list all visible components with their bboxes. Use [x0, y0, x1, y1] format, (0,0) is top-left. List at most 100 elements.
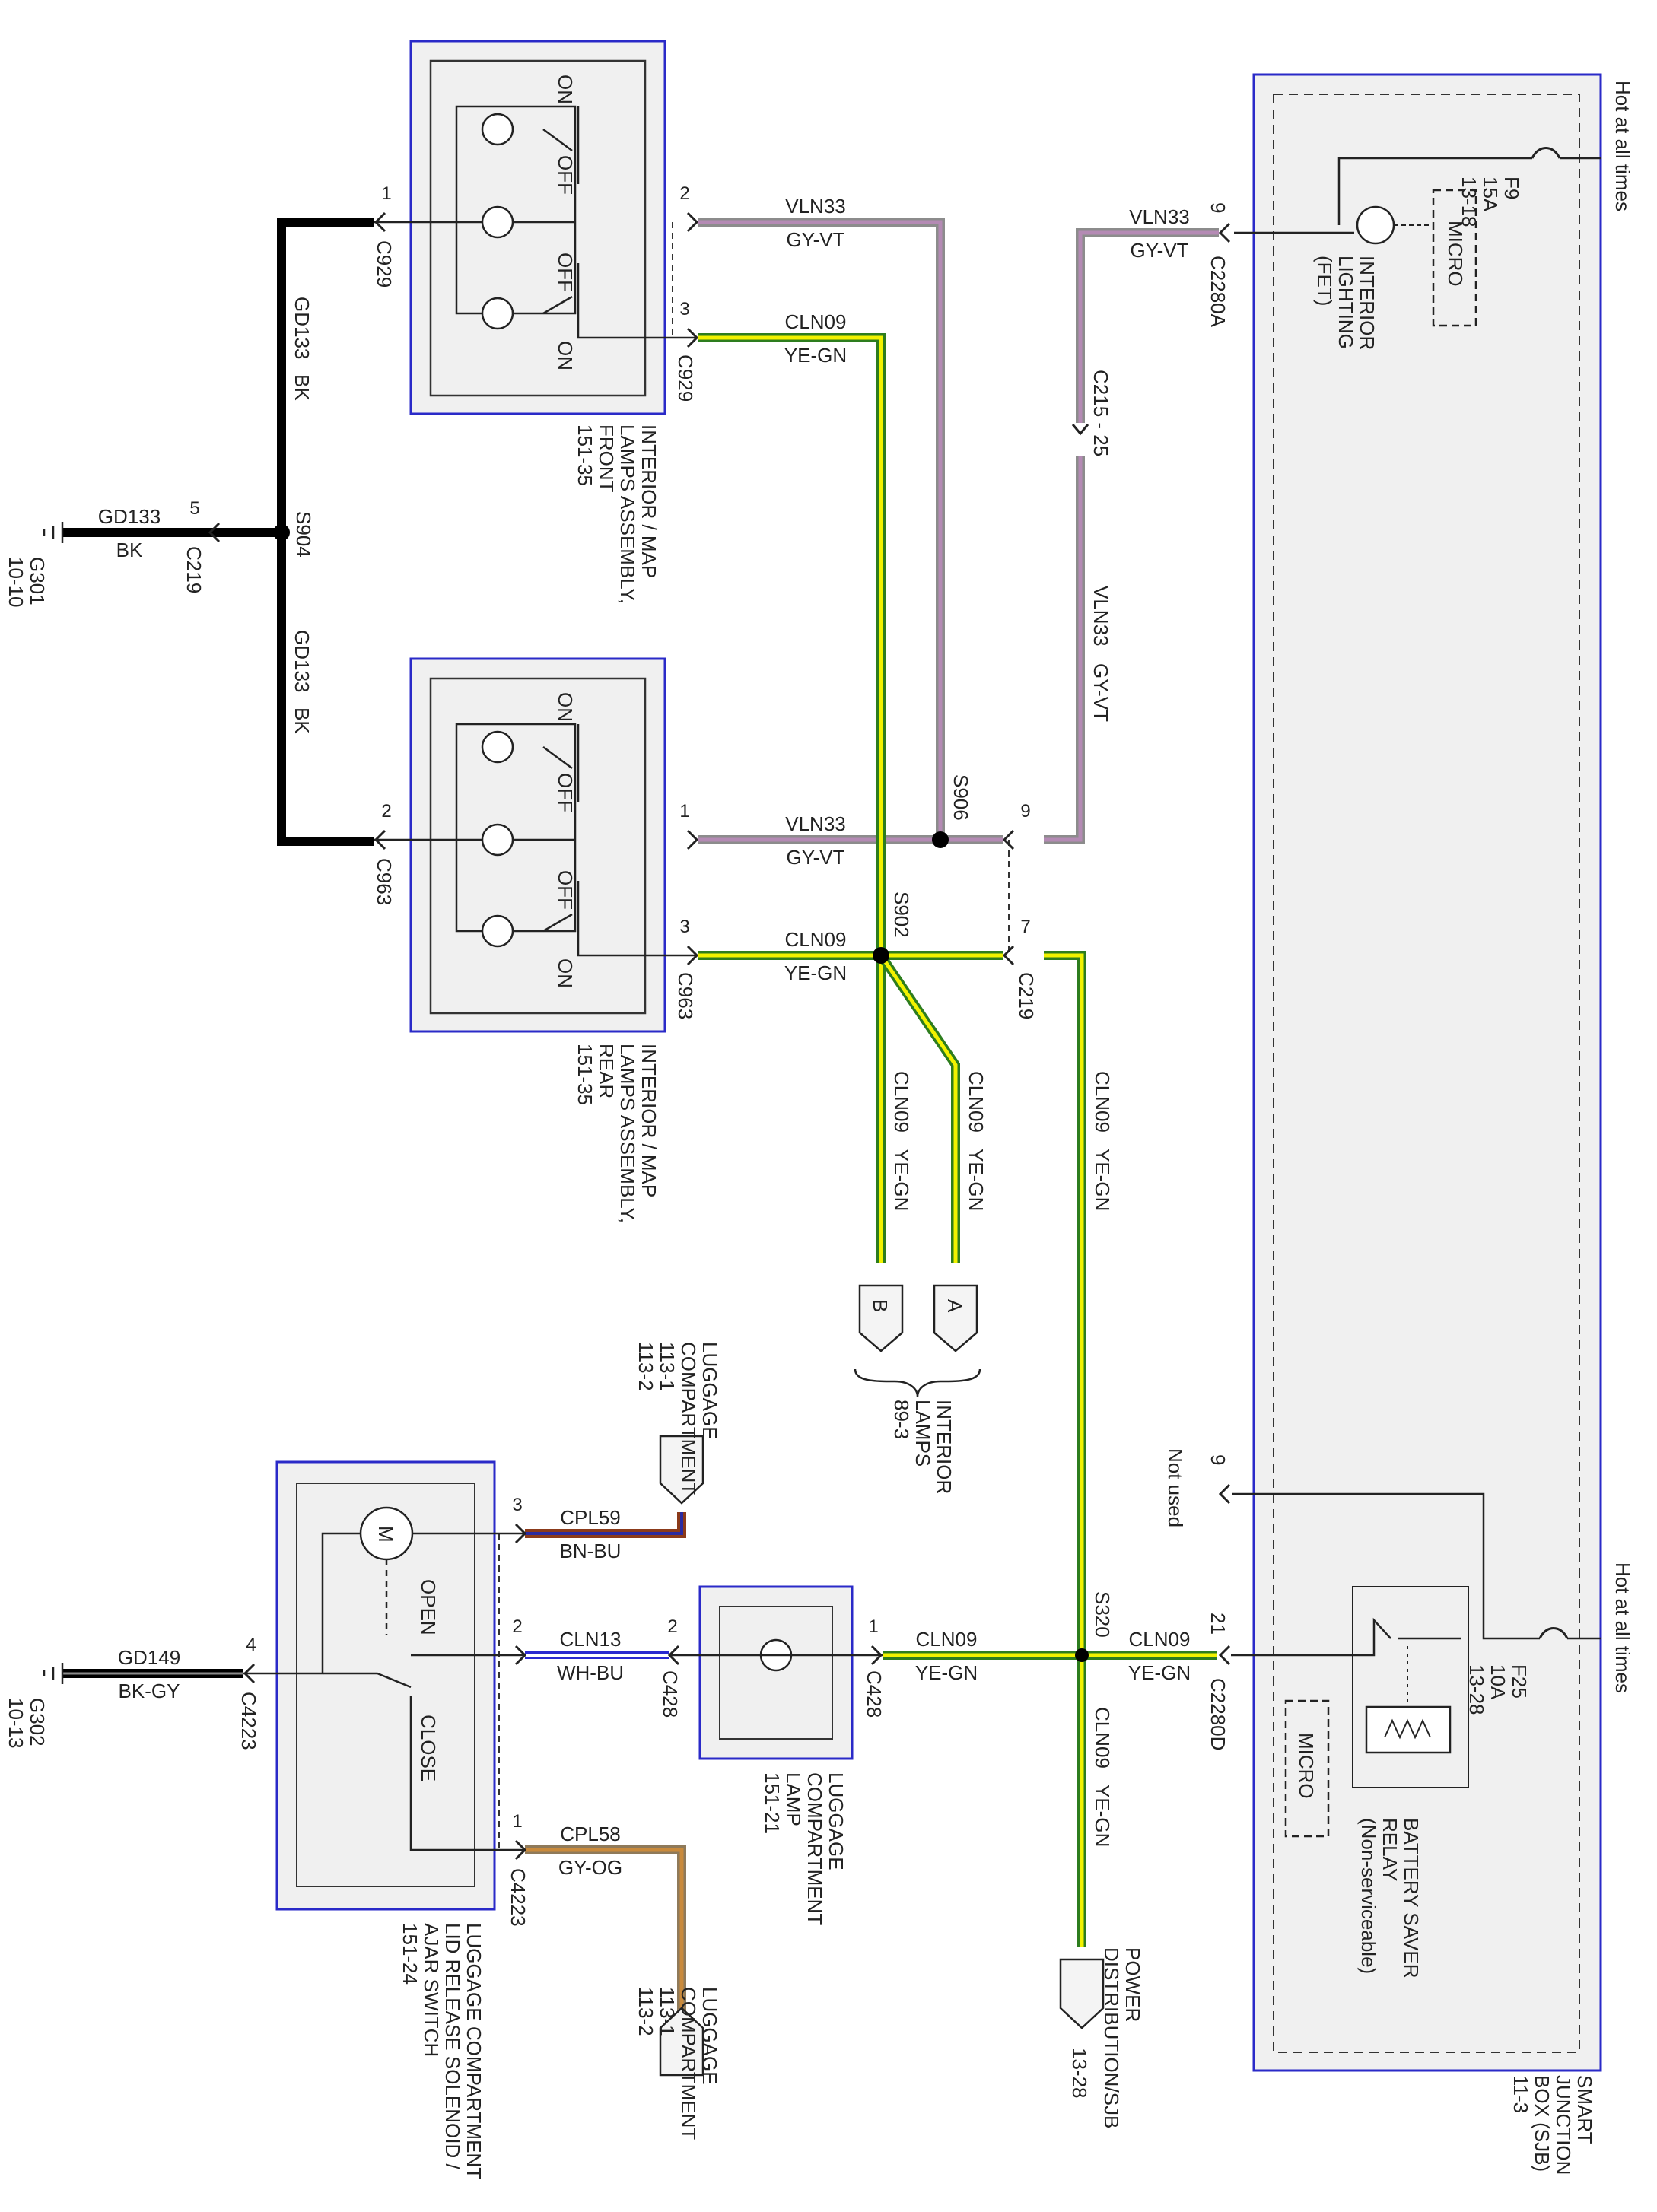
wire-cln09-c2280d-color: YE-GN	[1128, 1661, 1191, 1684]
pin-1-c929: 1	[381, 183, 391, 204]
splice-s904	[273, 524, 290, 541]
pin-9a-label: 9	[1207, 202, 1229, 213]
pin-3-rear: 3	[679, 917, 689, 937]
sjb-relay-coil-zigzag	[1384, 1718, 1431, 1740]
brace-interior-lamps	[854, 1368, 981, 1397]
front-lamp-inner	[429, 59, 647, 397]
sjb-inner-dashed	[1273, 94, 1580, 2053]
power-dist-label: POWERDISTRIBUTION/SJB	[1100, 1947, 1144, 2128]
wire-cln09-top-circuit: CLN09	[785, 310, 847, 333]
pin-2-c4223: 2	[512, 1616, 522, 1637]
wire-vln33-top-color: GY-VT	[786, 228, 844, 251]
wire-cpl59-stripe	[525, 1512, 683, 1535]
wire-cln13-color: WH-BU	[557, 1661, 624, 1684]
wire-vln33-sjb	[1044, 456, 1085, 844]
g302-label: G30210-13	[5, 1698, 49, 1749]
luggage-switch-inner	[296, 1483, 475, 1887]
sjb-micro-bottom	[1284, 1699, 1330, 1838]
rear_lamp-sw-on-bottom: ON	[554, 958, 577, 988]
front-lamp-module	[409, 40, 666, 415]
sjb-name: SMARTJUNCTIONBOX (SJB)11-3	[1509, 2075, 1596, 2175]
conn-c2280d-label: C2280D	[1207, 1678, 1229, 1750]
front-lamp-switches	[374, 105, 698, 339]
tag-luggage-bottom-shape	[659, 2007, 704, 2077]
pin-1-c428: 1	[868, 1616, 878, 1637]
power-dist-ref: 13-28	[1068, 2048, 1091, 2099]
splice-s906	[932, 831, 949, 848]
connector-arrows	[208, 211, 1231, 1861]
wire-cln09-front-stripe	[698, 335, 883, 955]
wire-vln33-sjb-top-stripe	[1078, 230, 1219, 423]
front_lamp-sw-on-top: ON	[554, 75, 577, 104]
rear-lamp-inner	[429, 677, 647, 1015]
wire-gd133-g301-color: BK	[116, 539, 143, 561]
hot-top-label: Hot at all times	[1611, 81, 1634, 211]
conn-c929-right: C929	[674, 354, 697, 402]
wire-vln33-rear-circuit: VLN33	[785, 812, 846, 835]
pin-2-c963: 2	[381, 801, 391, 822]
tag-a-label: A	[943, 1299, 966, 1313]
pin-9b-label: 9	[1207, 1454, 1229, 1465]
wire-cln09-pd-circuit: CLN09	[1091, 1707, 1114, 1769]
sjb-relay-coil	[1365, 1705, 1452, 1754]
wire-gd149-color: BK-GY	[119, 1680, 180, 1702]
front_lamp-sw-off-1: OFF	[554, 155, 577, 195]
wire-cln09-c428-circuit: CLN09	[916, 1628, 978, 1651]
rear-lamp-switches	[374, 723, 698, 957]
wire-gd133-g301-circuit: GD133	[98, 505, 161, 528]
wire-gd133-top-circuit: GD133	[291, 297, 313, 359]
wire-cln09-c2280d-circuit: CLN09	[1129, 1628, 1191, 1651]
pin-3-front: 3	[679, 299, 689, 319]
pin-4-c4223: 4	[246, 1635, 256, 1655]
conn-c4223-left: C4223	[237, 1692, 260, 1750]
wire-cln09-top-color: YE-GN	[784, 344, 847, 367]
luggage-lamp-module	[698, 1585, 854, 1760]
tag-b-shape	[858, 1284, 904, 1352]
rear_lamp-sw-off-2: OFF	[554, 870, 577, 910]
wire-vln33-rear-color: GY-VT	[786, 846, 844, 869]
switch-close-label: CLOSE	[417, 1715, 440, 1781]
wire-cln09-c219-color: YE-GN	[1091, 1149, 1114, 1211]
not-used-label: Not used	[1164, 1448, 1187, 1527]
wire-cln09-c219-stripe	[1044, 953, 1084, 1947]
conn-c428-right: C428	[863, 1670, 886, 1718]
wire-cpl58-circuit: CPL58	[560, 1823, 621, 1845]
luggage-switch-name: LUGGAGE COMPARTMENTLID RELEASE SOLENOID …	[399, 1923, 485, 2179]
wire-vln33-sjb-stripe	[1044, 456, 1083, 842]
wire-cln09-c428-color: YE-GN	[915, 1661, 978, 1684]
luggage-lamp-inner	[719, 1606, 833, 1740]
rear-lamp-module	[409, 657, 666, 1033]
g301-label: G30110-10	[5, 557, 49, 608]
interior-lighting-label: INTERIORLIGHTING(FET)	[1313, 256, 1379, 350]
wire-gd133-mid-circuit: GD133	[291, 630, 313, 692]
pin-3-c4223: 3	[512, 1495, 522, 1515]
tag-power-dist-shape	[1059, 1958, 1105, 2029]
wire-vln33-vert-circuit: VLN33	[1089, 586, 1112, 647]
luggage-switch-internals	[243, 1506, 525, 1851]
wire-cpl59-color: BN-BU	[560, 1540, 622, 1562]
conn-c963-left: C963	[373, 858, 396, 905]
wire-cln09-rear-color: YE-GN	[784, 961, 847, 984]
conn-c219-label: C219	[1015, 972, 1038, 1019]
wire-cln09-b-circuit: CLN09	[890, 1071, 913, 1133]
sjb-hot-top	[1337, 157, 1601, 225]
conn-c4223-bottom: C4223	[507, 1868, 530, 1927]
wire-cln09-c219	[1044, 951, 1086, 1947]
splice-s902	[873, 947, 889, 964]
conn-c2280a-label: C2280A	[1207, 256, 1229, 328]
fuse-f25-label: F2510A13-28	[1465, 1664, 1531, 1715]
micro-top-label: MICRO	[1444, 221, 1467, 287]
sjb-relay-box	[1352, 1586, 1469, 1788]
wire-cln09-b-color: YE-GN	[890, 1149, 913, 1211]
interior-lamps-label: INTERIORLAMPS89-3	[890, 1400, 956, 1494]
fuse-f9-label: F915A13-18	[1458, 176, 1523, 227]
wire-cln09-pd-color: YE-GN	[1091, 1785, 1114, 1847]
tag-luggage-top-shape	[659, 1435, 704, 1505]
wire-gd133-mid-color: BK	[291, 707, 313, 734]
wire-cln13-circuit: CLN13	[560, 1628, 622, 1651]
front_lamp-sw-on-bottom: ON	[554, 341, 577, 370]
luggage-switch-module	[275, 1460, 496, 1911]
wire-cpl58-stripe	[525, 1848, 684, 2016]
splice-s904-label: S904	[292, 511, 315, 558]
